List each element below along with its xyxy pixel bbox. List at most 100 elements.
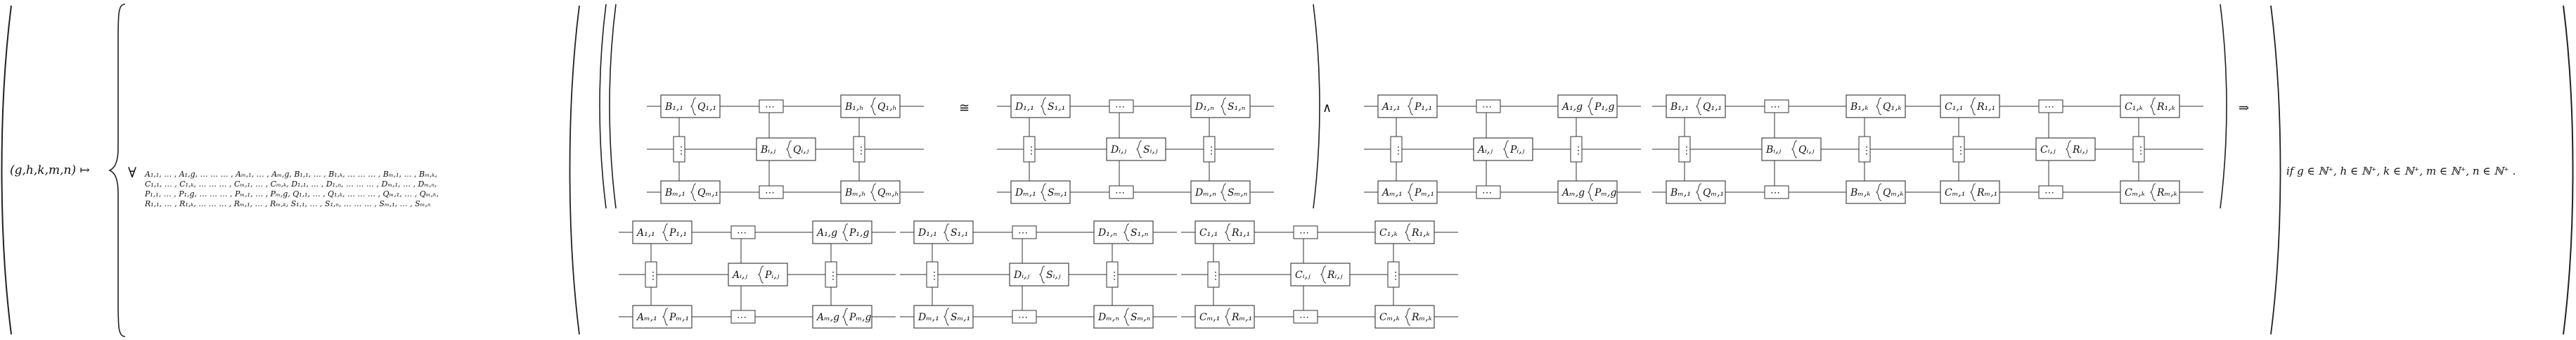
ap-top-mid-brace <box>1502 140 1509 158</box>
bqk-top-hdots-bot-glyph: ⋯ <box>1770 187 1780 199</box>
cr-top-hdots-top: ⋯ <box>2038 99 2063 113</box>
cr-bot-mid-tensor-label: Cᵢ,ⱼ <box>1295 270 1310 281</box>
cr-top-top-first-brace <box>1969 97 1976 115</box>
bq-vdots-col2-box <box>853 136 865 163</box>
bq-top-first-tensor-label: B₁,₁ <box>664 101 683 113</box>
bqk-top-vdots-col1-glyph: ⋮ <box>1682 145 1692 156</box>
ds-bot-bot-first-tensor-label: Dₘ,₁ <box>917 312 939 323</box>
cr-bot-vdots-col2-box <box>1387 261 1400 288</box>
ap-bot-vdots-col1: ⋮ <box>645 261 658 288</box>
bq-vdots-col2: ⋮ <box>853 136 866 163</box>
ap-top-hdots-top-glyph: ⋯ <box>1482 101 1492 113</box>
bqk-top-bot-first-index-label: Qₘ,₁ <box>1703 187 1724 199</box>
ap-top-bot-first-brace <box>1407 183 1414 201</box>
ds-top-top-first-brace <box>1040 97 1047 115</box>
bq-mid-brace <box>785 140 792 158</box>
ap-top-vdots-col2-glyph: ⋮ <box>1573 145 1583 156</box>
ds-top-mid-index-label: Sᵢ,ⱼ <box>1143 144 1158 156</box>
ds-top-top-first-index-label: S₁,₁ <box>1048 101 1065 113</box>
antecedent-right-paren-2 <box>2220 4 2227 209</box>
cr-bot-bot-last-tensor-label: Cₘ,ₖ <box>1379 312 1400 323</box>
ds-bot-vdots-col1-box <box>926 261 939 288</box>
ap-bot-bot-first-brace <box>662 308 669 326</box>
ds-top-top-last-index-label: S₁,ₙ <box>1228 101 1246 113</box>
ap-top-top-last-brace <box>1587 97 1594 115</box>
ap-bot-mid-index-label: Pᵢ,ⱼ <box>764 270 780 281</box>
bq-hdots-bot-glyph: ⋯ <box>765 187 775 199</box>
ds-top-top-last-brace <box>1220 97 1227 115</box>
quantifier-line-4: R₁,₁, … , R₁,ₖ, … … … , Rₘ,₁, … , Rₘ,ₖ, … <box>144 199 430 208</box>
ap-top-hdots-bot-glyph: ⋯ <box>1482 187 1492 199</box>
implies-symbol: ⇒ <box>2239 101 2249 115</box>
bqk-top-vdots-col1: ⋮ <box>1678 136 1692 163</box>
quantified-variables: A₁,₁, … , A₁,g, … … … , Aₘ,₁, … , Aₘ,g, … <box>144 170 439 208</box>
ds-top-hdots-bot-box <box>1109 185 1134 199</box>
cr-top-mid-index-label: Rᵢ,ⱼ <box>2072 144 2088 156</box>
ap-bot-bot-last-tensor-label: Aₘ,g <box>816 312 839 323</box>
cr-top-top-first-box <box>1940 94 2000 118</box>
cr-top-top-first-tensor-label: C₁,₁ <box>1945 101 1963 113</box>
ds-top-bot-last-index-label: Sₘ,ₙ <box>1228 187 1248 199</box>
quantifier-line-1: A₁,₁, … , A₁,g, … … … , Aₘ,₁, … , Aₘ,g, … <box>144 170 437 179</box>
ds-top-mid-tensor-label: Dᵢ,ⱼ <box>1110 144 1126 156</box>
cr-bot-top-first-tensor-label: C₁,₁ <box>1199 227 1218 239</box>
forall-symbol: ∀ <box>128 164 136 181</box>
ds-top-bot-first-index-label: Sₘ,₁ <box>1048 187 1067 199</box>
ap-bot-mid-tensor-label: Aᵢ,ⱼ <box>731 270 747 281</box>
cr-top-top-last-brace <box>2149 97 2156 115</box>
ap-top-bot-last-tensor-label: Aₘ,g <box>1561 187 1585 199</box>
cr-top-vdots-col2: ⋮ <box>2132 136 2146 163</box>
ds-bot-bot-last-brace <box>1123 308 1130 326</box>
ap-bot-mid: Aᵢ,ⱼ Pᵢ,ⱼ <box>728 263 788 287</box>
ds-top-vdots-col1-glyph: ⋮ <box>1026 145 1036 156</box>
cr-top-vdots-col1-box <box>1952 136 1965 163</box>
ds-bot-bot-last-tensor-label: Dₘ,ₙ <box>1097 312 1119 323</box>
wedge-symbol: ∧ <box>1322 101 1332 115</box>
ap-bot-vdots-col1-box <box>645 261 657 288</box>
ap-bot-hdots-bot: ⋯ <box>730 310 756 324</box>
bq-bot-first-tensor-label: Bₘ,₁ <box>664 187 685 199</box>
cr-bot-top-first: C₁,₁ R₁,₁ <box>1194 220 1255 244</box>
ds-bot-bot-first: Dₘ,₁ Sₘ,₁ <box>913 305 974 329</box>
ds-bot-vdots-col2-glyph: ⋮ <box>1109 270 1119 282</box>
bqk-top-top-first-brace <box>1695 97 1702 115</box>
bq-bot-first-box <box>660 180 721 204</box>
cr-top-bot-last-box <box>2120 180 2180 204</box>
ds-top-vdots-col2-box <box>1203 136 1216 163</box>
cr-top-hdots-bot-box <box>2038 185 2063 199</box>
ds-top-bot-last-tensor-label: Dₘ,ₙ <box>1194 187 1216 199</box>
bqk-top-mid-brace <box>1791 140 1798 158</box>
cr-bot-bot-first-tensor-label: Cₘ,₁ <box>1199 312 1220 323</box>
ds-bot-bot-first-index-label: Sₘ,₁ <box>951 312 970 323</box>
bq-hdots-top-box <box>759 99 784 113</box>
ds-bot-hdots-top: ⋯ <box>1012 225 1037 239</box>
bq-vdots-col1-glyph: ⋮ <box>676 145 686 156</box>
ap-bot-hdots-top: ⋯ <box>730 225 756 239</box>
ds-top-top-first-tensor-label: D₁,₁ <box>1015 101 1034 113</box>
ap-top-top-first-index-label: P₁,₁ <box>1414 101 1432 113</box>
antecedent-left-paren-2 <box>609 4 617 209</box>
cr-top-top-last-index-label: R₁,ₖ <box>2156 101 2175 113</box>
cr-bot-top-first-index-label: R₁,₁ <box>1231 227 1250 239</box>
antecedent-right-paren-1 <box>1313 4 1320 209</box>
ds-top-mid: Dᵢ,ⱼ Sᵢ,ⱼ <box>1106 137 1166 161</box>
bq-mid-index-label: Qᵢ,ⱼ <box>793 144 809 156</box>
bq-hdots-top-glyph: ⋯ <box>765 101 775 113</box>
cr-top-top-last-tensor-label: C₁,ₖ <box>2125 101 2143 113</box>
bq-bot-last-index-label: Qₘ,ₕ <box>877 187 899 199</box>
bqk-top-top-last-brace <box>1875 97 1882 115</box>
